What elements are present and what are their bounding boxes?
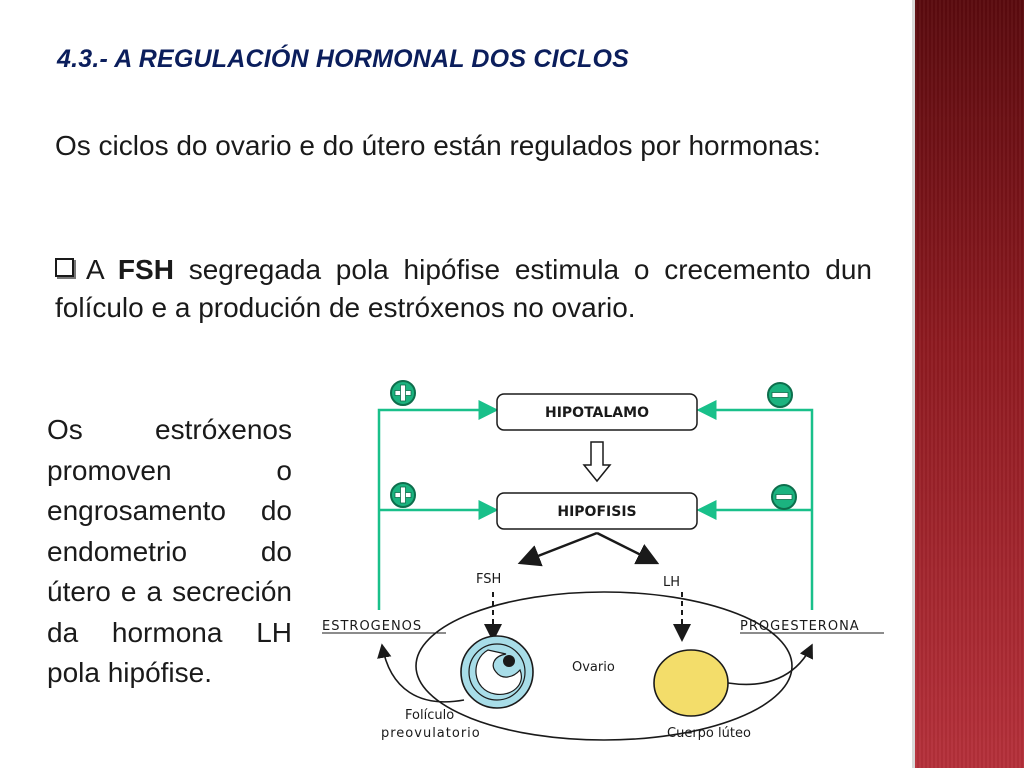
intro-paragraph: Os ciclos do ovario e do útero están reg… <box>55 130 821 161</box>
progesterone-label: PROGESTERONA <box>740 619 860 634</box>
follicle-label-line1: Folículo <box>405 708 454 723</box>
ovary-outline <box>415 591 793 741</box>
minus-icon <box>771 484 797 510</box>
slide-title: 4.3.- A REGULACIÓN HORMONAL DOS CICLOS <box>57 45 629 73</box>
hormonal-regulation-diagram: HIPOTALAMO HIPOFISIS FSH LH Ovario ESTRO… <box>322 380 884 741</box>
estrogen-paragraph: Os estróxenos promoven o engrosamento do… <box>47 414 292 688</box>
follicle-to-estrogen-arrow <box>377 643 465 703</box>
pituitary-box: HIPOFISIS <box>496 492 698 530</box>
fsh-paragraph-rest: segregada pola hipófise estimula o crece… <box>55 254 872 323</box>
preovulatory-follicle <box>460 635 534 709</box>
fsh-paragraph: A FSH segregada pola hipófise estimula o… <box>55 251 872 327</box>
corpus-luteum <box>653 649 729 717</box>
decorative-side-bar <box>912 0 1024 768</box>
lh-label: LH <box>663 575 680 590</box>
estrogen-label: ESTROGENOS <box>322 619 422 634</box>
luteum-to-progesterone-arrow <box>727 643 813 686</box>
plus-icon <box>390 482 416 508</box>
arrow-to-fsh <box>517 531 598 567</box>
hypothalamus-label: HIPOTALAMO <box>545 405 649 421</box>
plus-icon <box>390 380 416 406</box>
fsh-term: FSH <box>117 254 174 285</box>
fsh-paragraph-prefix: A <box>86 254 118 285</box>
fsh-label: FSH <box>476 572 501 587</box>
progesterone-to-hypothalamus-line <box>696 400 814 610</box>
minus-icon <box>767 382 793 408</box>
feedback-lines <box>377 400 814 610</box>
ovary-label: Ovario <box>572 660 615 675</box>
estrogen-to-hypothalamus-line <box>377 400 499 610</box>
corpus-luteum-label: Cuerpo lúteo <box>667 726 751 741</box>
hypothalamus-box: HIPOTALAMO <box>496 393 698 431</box>
follicle-label-line2: preovulatorio <box>381 726 481 741</box>
arrow-to-lh <box>596 531 660 565</box>
checkbox-bullet-icon <box>55 258 74 277</box>
pituitary-label: HIPOFISIS <box>557 504 636 520</box>
hollow-down-arrow-icon <box>582 441 612 483</box>
